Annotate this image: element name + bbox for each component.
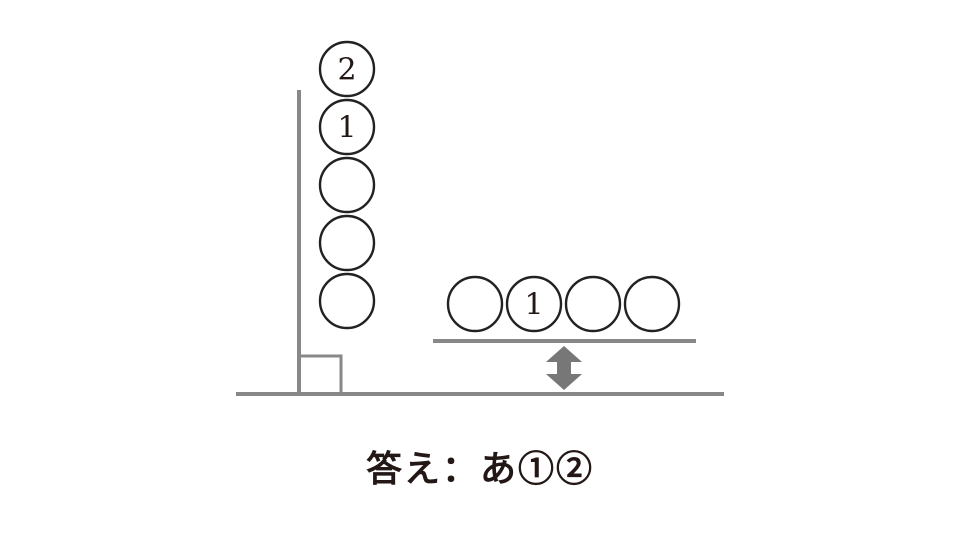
circle-outline xyxy=(505,275,563,333)
answer-text: 答え：あ①② xyxy=(365,448,594,490)
circle-outline xyxy=(623,275,681,333)
circle-number-label: 2 xyxy=(337,53,356,88)
circle-outline xyxy=(318,156,376,214)
circle-outline xyxy=(318,272,376,330)
stack-circle-4 xyxy=(318,214,376,272)
circle-outline xyxy=(318,214,376,272)
stack-circle-3 xyxy=(318,156,376,214)
stack-circle-1: 2 xyxy=(318,40,376,98)
circle-outline xyxy=(318,40,376,98)
circle-outline xyxy=(446,275,504,333)
stack-circle-2: 1 xyxy=(318,98,376,156)
row-circle-4 xyxy=(623,275,681,333)
horizontal-circle-row: 1 xyxy=(446,275,681,333)
row-circle-2: 1 xyxy=(505,275,563,333)
circle-outline xyxy=(564,275,622,333)
row-circle-3 xyxy=(564,275,622,333)
vertical-circle-stack: 21 xyxy=(318,40,376,330)
circle-outline xyxy=(318,98,376,156)
row-circle-1 xyxy=(446,275,504,333)
circle-number-label: 1 xyxy=(524,288,543,323)
right-angle-marker xyxy=(299,354,343,394)
height-double-arrow xyxy=(546,346,582,390)
stack-circle-5 xyxy=(318,272,376,330)
circle-number-label: 1 xyxy=(337,111,356,146)
